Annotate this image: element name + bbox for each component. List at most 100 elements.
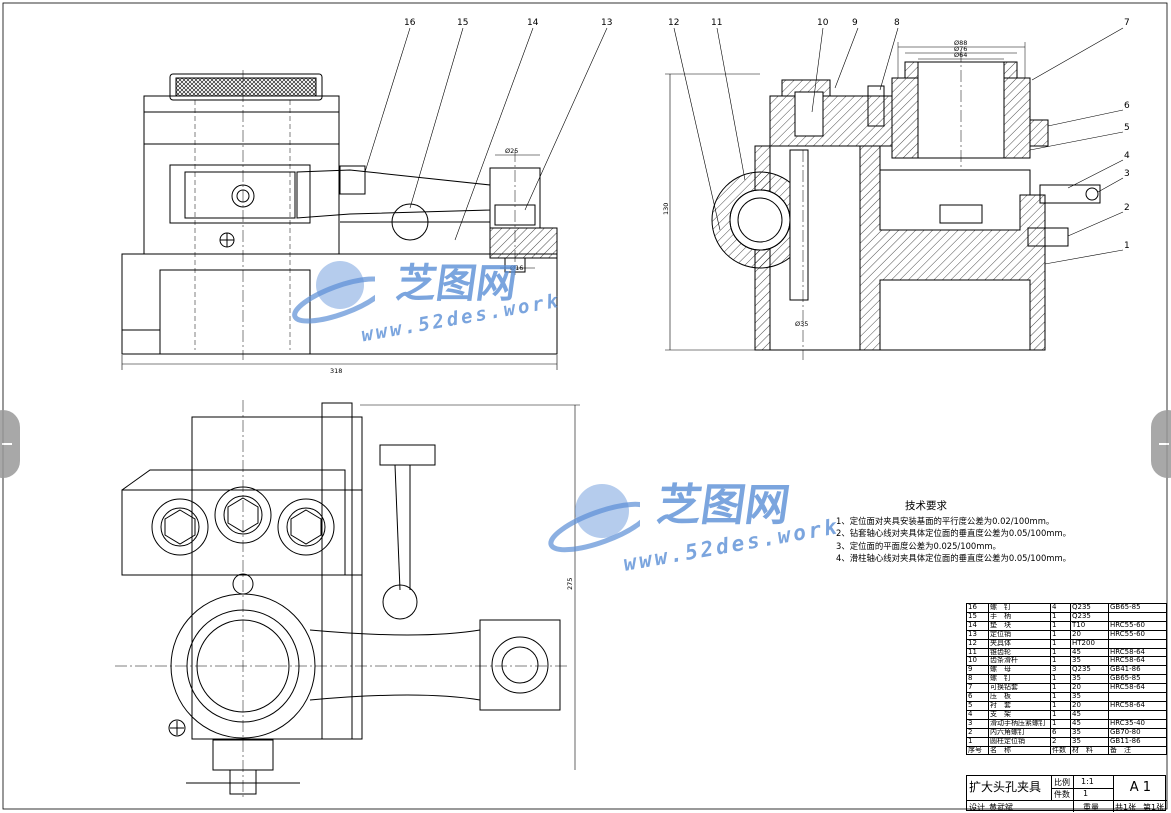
- bom-cell-mat: 35: [1070, 692, 1109, 702]
- next-page-button[interactable]: [1151, 410, 1171, 478]
- bom-cell-note: HRC55-60: [1108, 629, 1167, 640]
- bom-cell-mat: 20: [1070, 683, 1109, 694]
- bom-cell-name: 螺 钉: [988, 674, 1051, 685]
- callout-2: 2: [1124, 203, 1130, 213]
- bom-cell-mat: 45: [1070, 647, 1109, 658]
- bom-cell-no: 5: [966, 700, 989, 711]
- bom-cell-mat: 20: [1070, 629, 1109, 640]
- bom-cell-mat: 35: [1070, 656, 1109, 667]
- bom-cell-qty: 件数: [1050, 745, 1071, 756]
- bom-cell-mat: Q235: [1070, 603, 1109, 613]
- bom-cell-name: 螺 母: [988, 665, 1051, 676]
- callout-14: 14: [527, 18, 539, 28]
- dim-bore-outer: Ø88: [954, 39, 967, 47]
- dim-slot: Ø16: [510, 264, 523, 272]
- tech-item: 2、钻套轴心线对夹具体定位面的垂直度公差为0.05/100mm。: [836, 528, 1071, 538]
- callout-8: 8: [894, 18, 900, 28]
- bom-cell-no: 序号: [966, 745, 989, 756]
- bom-cell-note: [1108, 611, 1167, 622]
- bom-cell-qty: 1: [1050, 700, 1071, 711]
- dim-height-front: 275: [566, 578, 574, 590]
- bom-cell-no: 11: [966, 647, 989, 658]
- bom-cell-mat: 35: [1070, 674, 1109, 685]
- bom-cell-mat: Q235: [1070, 611, 1109, 622]
- bom-cell-note: GB41-86: [1108, 665, 1167, 676]
- bom-cell-qty: 4: [1050, 603, 1071, 613]
- callout-15: 15: [457, 18, 468, 28]
- callout-13: 13: [601, 18, 612, 28]
- minus-icon: [2, 443, 12, 445]
- dim-bore-inner: Ø64: [954, 51, 967, 59]
- bom-cell-name: 齿条滑杆: [988, 656, 1051, 667]
- bom-cell-qty: 1: [1050, 647, 1071, 658]
- qty-label: 件数: [1054, 790, 1070, 799]
- prev-page-button[interactable]: [0, 410, 20, 478]
- dim-bore-mid: Ø76: [954, 45, 967, 53]
- bom-cell-note: [1108, 638, 1167, 649]
- bom-cell-name: 手 柄: [988, 611, 1051, 622]
- bom-cell-qty: 1: [1050, 611, 1071, 622]
- callout-12: 12: [668, 18, 679, 28]
- bom-header-row: 序号名 称件数材 料备 注: [966, 745, 1167, 756]
- leader-lines: [364, 27, 1124, 265]
- bom-cell-mat: 45: [1070, 718, 1109, 729]
- tech-item: 3、定位面的平面度公差为0.025/100mm。: [836, 540, 1001, 551]
- bom-cell-note: [1108, 709, 1167, 720]
- bom-cell-no: 16: [966, 603, 989, 613]
- bom-cell-no: 13: [966, 629, 989, 640]
- bom-cell-mat: 35: [1070, 736, 1109, 747]
- top-view: [115, 400, 580, 800]
- callout-1: 1: [1124, 241, 1130, 251]
- bom-cell-mat: HT200: [1070, 638, 1109, 649]
- bom-cell-note: HRC58-64: [1108, 700, 1167, 711]
- callout-3: 3: [1124, 169, 1130, 179]
- bom-cell-no: 7: [966, 683, 989, 694]
- bom-cell-qty: 1: [1050, 656, 1071, 667]
- bom-cell-note: GB11-86: [1108, 736, 1167, 747]
- bom-cell-name: 锥齿轮: [988, 647, 1051, 658]
- bom-cell-mat: T10: [1070, 620, 1109, 631]
- bom-cell-note: [1108, 692, 1167, 702]
- tech-requirements-title: 技术要求: [905, 500, 947, 512]
- bom-cell-name: 名 称: [988, 745, 1051, 756]
- bom-cell-name: 衬 套: [988, 700, 1051, 711]
- drawing-number: A 1: [1129, 780, 1151, 795]
- dim-height-side: 130: [662, 203, 670, 215]
- bom-cell-name: 内六角螺钉: [988, 727, 1051, 738]
- bom-cell-no: 10: [966, 656, 989, 667]
- bom-cell-no: 14: [966, 620, 989, 631]
- bom-cell-name: 夹具体: [988, 638, 1051, 649]
- bom-cell-note: 备 注: [1108, 745, 1167, 756]
- dim-base-dia: Ø35: [795, 320, 808, 328]
- bom-cell-note: HRC58-64: [1108, 647, 1167, 658]
- bom-cell-note: GB65-85: [1108, 603, 1167, 613]
- bom-cell-qty: 1: [1050, 692, 1071, 702]
- section-view: [665, 42, 1101, 360]
- minus-icon: [1159, 443, 1169, 445]
- bom-cell-qty: 1: [1050, 718, 1071, 729]
- bom-cell-name: 滑动手柄压紧螺钉: [988, 718, 1051, 729]
- bom-cell-no: 1: [966, 736, 989, 747]
- design-label: 设计: [969, 803, 985, 812]
- bom-cell-name: 定位销: [988, 629, 1051, 640]
- scale-label: 比例: [1054, 778, 1070, 787]
- bom-cell-qty: 1: [1050, 674, 1071, 685]
- bom-cell-name: 压 板: [988, 692, 1051, 702]
- bom-cell-name: 垫 块: [988, 620, 1051, 631]
- bom-cell-qty: 1: [1050, 638, 1071, 649]
- callout-11: 11: [711, 18, 722, 28]
